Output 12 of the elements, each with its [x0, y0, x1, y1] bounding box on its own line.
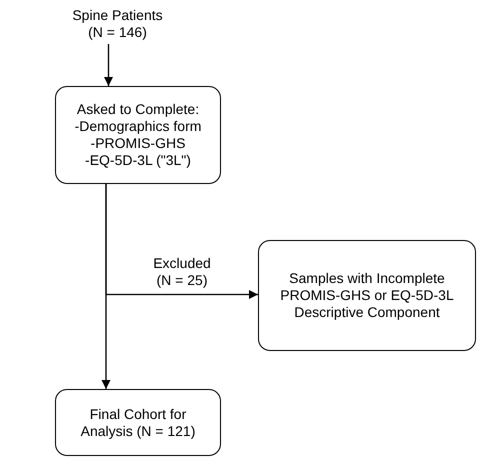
box-text: Final Cohort for Analysis (N = 121)	[80, 406, 196, 440]
process-box	[258, 240, 476, 351]
box-text: Samples with Incomplete PROMIS-GHS or EQ-5D-3L Descriptive Component	[279, 270, 455, 321]
process-box	[55, 86, 221, 184]
box-text: -PROMIS-GHS	[90, 135, 186, 152]
arrow	[104, 44, 113, 86]
box-text: -EQ-5D-3L ("3L")	[85, 152, 191, 169]
process-box	[55, 389, 221, 456]
box-text: -Demographics form	[74, 118, 202, 135]
start-label: Spine Patients (N = 146)	[71, 7, 164, 41]
arrow	[102, 184, 110, 389]
box-text: Asked to Complete:	[76, 101, 200, 118]
